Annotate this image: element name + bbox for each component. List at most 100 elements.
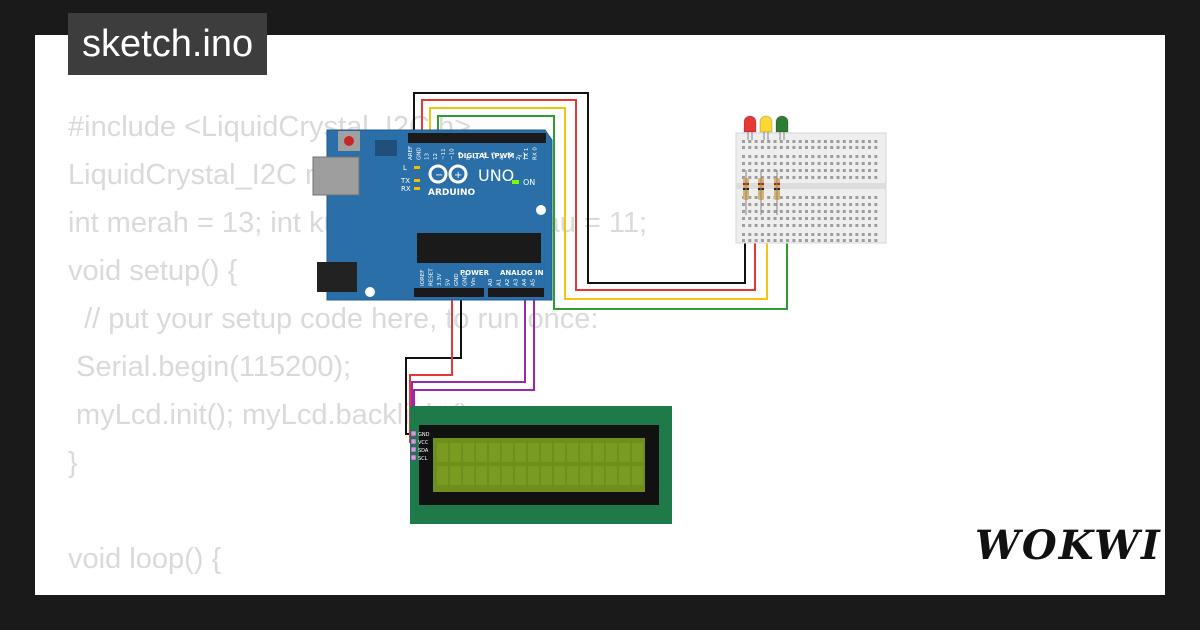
pin-label: GND: [463, 273, 469, 286]
breadboard-hole: [754, 217, 758, 220]
breadboard-hole: [874, 155, 878, 158]
pin-label: TX 1: [524, 148, 530, 161]
breadboard-hole: [868, 210, 871, 213]
breadboard-hole: [748, 155, 752, 158]
breadboard-hole: [849, 140, 853, 143]
breadboard-hole: [811, 203, 815, 206]
breadboard-hole: [754, 140, 758, 143]
wire-green-led: [437, 115, 788, 310]
pin-label: ~11: [441, 148, 447, 160]
lcd-pin[interactable]: [410, 438, 417, 445]
breadboard-hole: [817, 140, 821, 143]
pin-label: 12: [433, 153, 439, 160]
breadboard-hole: [792, 217, 796, 220]
breadboard-hole: [823, 196, 827, 199]
breadboard-hole: [748, 210, 752, 213]
breadboard-hole: [792, 169, 796, 172]
breadboard-hole: [830, 162, 834, 165]
pin-label: AREF: [408, 146, 414, 160]
pin-label: ~10: [450, 148, 456, 160]
breadboard-hole: [773, 203, 777, 206]
lcd-pin[interactable]: [410, 454, 417, 461]
breadboard-hole: [861, 233, 865, 236]
breadboard-hole: [742, 176, 745, 179]
lcd-cell: [593, 466, 604, 485]
code-line: Serial.begin(115200);: [68, 351, 352, 383]
lcd-pin[interactable]: [410, 430, 417, 437]
breadboard-hole: [823, 140, 827, 143]
digital-header: [408, 133, 546, 143]
breadboard-hole: [798, 239, 802, 242]
breadboard-hole: [855, 162, 859, 165]
breadboard-hole: [855, 146, 859, 149]
code-line: void loop() {: [68, 543, 222, 575]
pin-label: 4: [499, 156, 505, 160]
lcd-cell: [528, 443, 539, 462]
breadboard-hole: [811, 239, 815, 242]
breadboard-hole: [830, 155, 834, 158]
breadboard-hole: [849, 217, 853, 220]
breadboard-hole: [861, 196, 865, 199]
breadboard-hole: [754, 146, 758, 149]
breadboard-hole: [792, 162, 796, 165]
reset-button[interactable]: [344, 136, 354, 146]
breadboard-hole: [817, 224, 821, 227]
breadboard-hole: [855, 233, 859, 236]
breadboard-hole: [748, 146, 752, 149]
breadboard-hole: [773, 162, 777, 165]
breadboard-hole: [874, 210, 878, 213]
icsp-header: [375, 140, 397, 156]
breadboard-hole: [836, 233, 840, 236]
breadboard-hole: [842, 196, 846, 199]
pin-label: A0: [488, 278, 494, 286]
pin-label: ~5: [491, 151, 497, 160]
breadboard-hole: [805, 196, 808, 199]
breadboard-hole: [811, 169, 815, 172]
breadboard-hole: [760, 176, 764, 179]
led-yellow: [759, 115, 773, 133]
pin-label: 2: [516, 157, 522, 161]
breadboard-hole: [830, 239, 834, 242]
pin-label: ~6: [483, 151, 489, 160]
atmega-chip: [417, 233, 541, 263]
breadboard[interactable]: [735, 115, 887, 244]
arduino-uno-board[interactable]: − + UNO ARDUINO DIGITAL (PWM ~) ON L TX …: [312, 129, 553, 301]
breadboard-hole: [767, 176, 771, 179]
breadboard-hole: [742, 210, 745, 213]
breadboard-hole: [868, 155, 871, 158]
breadboard-hole: [779, 196, 783, 199]
mount-hole: [365, 287, 375, 297]
breadboard-hole: [754, 224, 758, 227]
breadboard-hole: [874, 217, 878, 220]
breadboard-hole: [748, 162, 752, 165]
pin-label: ~9: [458, 151, 464, 160]
breadboard-hole: [874, 169, 878, 172]
breadboard-hole: [754, 196, 758, 199]
breadboard-hole: [849, 239, 853, 242]
breadboard-hole: [767, 162, 771, 165]
lcd-cell: [476, 466, 487, 485]
breadboard-hole: [786, 169, 790, 172]
breadboard-hole: [792, 176, 796, 179]
pin-label: A5: [531, 278, 537, 286]
breadboard-hole: [823, 176, 827, 179]
code-line: // put your setup code here, to run once…: [68, 303, 599, 335]
breadboard-hole: [842, 146, 846, 149]
breadboard-hole: [817, 176, 821, 179]
breadboard-hole: [830, 224, 834, 227]
lcd-pin[interactable]: [410, 446, 417, 453]
pin-label: 3.3V: [437, 273, 443, 286]
lcd-cell: [580, 466, 591, 485]
breadboard-hole: [874, 140, 878, 143]
breadboard-hole: [855, 196, 859, 199]
breadboard-hole: [748, 233, 752, 236]
breadboard-hole: [792, 224, 796, 227]
breadboard-hole: [861, 140, 865, 143]
breadboard-hole: [767, 224, 771, 227]
breadboard-hole: [823, 217, 827, 220]
breadboard-hole: [817, 203, 821, 206]
pin-label: IOREF: [420, 270, 426, 286]
breadboard-hole: [868, 169, 871, 172]
